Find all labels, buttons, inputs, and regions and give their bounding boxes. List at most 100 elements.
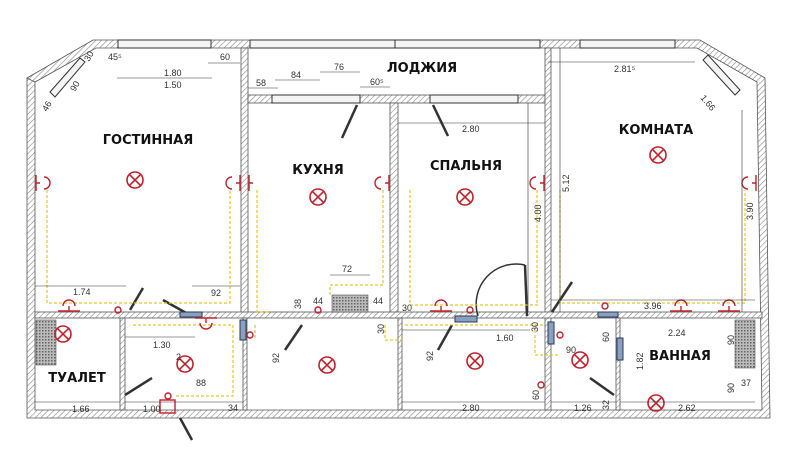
switch-icon: [537, 381, 545, 389]
dimension-label: 1.66: [72, 404, 90, 414]
ceiling-light-icon: [647, 394, 665, 412]
switch-icon: [466, 306, 474, 314]
dimension-label: 1.30: [153, 340, 171, 350]
dimension-label: 3.96: [644, 301, 662, 311]
dimension-label: 2.62: [678, 403, 696, 413]
dimension-label: 44: [313, 296, 323, 306]
room-label-living: ГОСТИННАЯ: [103, 133, 193, 148]
dimension-label: 2.80: [462, 403, 480, 413]
dimension-label: 1.60: [496, 333, 514, 343]
socket-icon: [35, 175, 51, 191]
door-icon: [550, 281, 574, 313]
ceiling-light-icon: [456, 188, 474, 206]
dimension-label: 38: [293, 299, 303, 309]
socket-icon: [529, 175, 545, 191]
ceiling-light-icon: [571, 351, 589, 369]
door-icon: [283, 324, 304, 351]
window-icon: [49, 57, 86, 98]
door-icon: [436, 324, 454, 351]
walls: [26, 39, 771, 419]
ceiling-lights: [54, 146, 667, 412]
dimension-label: 30: [376, 324, 386, 334]
dimension-label: 60: [220, 52, 230, 62]
shaft: [35, 319, 57, 366]
window-icon: [702, 54, 741, 96]
dimension-labels: 45⁵ 60 1.80 1.50 90 46 30 58 84 76 60⁵ 2…: [40, 49, 755, 414]
dimension-label: 72: [342, 264, 352, 274]
dimension-label: 44: [373, 296, 383, 306]
switch-icon: [246, 331, 254, 339]
dimension-label: 90: [726, 335, 736, 345]
ceiling-light-icon: [309, 188, 327, 206]
socket-icon: [374, 175, 390, 191]
dimension-label: 60: [531, 390, 541, 400]
dimension-lines: [35, 48, 755, 403]
dimension-label: 2.24: [668, 328, 686, 338]
window-icon: [271, 94, 361, 104]
room-label-room: КОМНАТА: [619, 123, 693, 138]
dimension-label: 1.74: [73, 287, 91, 297]
door-icon: [124, 376, 153, 397]
door-icon: [128, 287, 145, 311]
room-label-bedroom: СПАЛЬНЯ: [430, 159, 502, 174]
switch-icon: [164, 392, 172, 400]
socket-icon: [58, 299, 80, 312]
dimension-label: 90: [566, 345, 576, 355]
dimension-label: 30: [82, 49, 96, 63]
window-icon: [394, 39, 541, 49]
ceiling-light-icon: [318, 356, 336, 374]
shaft: [734, 319, 756, 369]
ceiling-light-icon: [649, 146, 667, 164]
socket-icon: [670, 299, 692, 312]
window-icon: [579, 39, 676, 49]
room-label-bathroom: ВАННАЯ: [649, 349, 711, 364]
dimension-label: 30: [402, 303, 412, 313]
dimension-label: 2.80: [462, 124, 480, 134]
ceiling-light-icon: [126, 171, 144, 189]
window-icon: [117, 39, 212, 49]
sockets: [35, 175, 757, 414]
socket-icon: [225, 175, 241, 191]
dimension-label: 60: [601, 332, 611, 342]
socket-icon: [430, 299, 452, 312]
dimension-label: 32: [601, 400, 611, 410]
window-icon: [429, 94, 519, 104]
switch-icon: [314, 306, 322, 314]
dimension-label: 92: [425, 351, 435, 361]
dimension-label: 45⁵: [108, 52, 122, 62]
door-icon: [178, 417, 194, 441]
dimension-label: 92: [211, 288, 221, 298]
dimension-label: 90: [726, 383, 736, 393]
dimension-label: 1.00: [143, 404, 161, 414]
dimension-label: 34: [228, 403, 238, 413]
window-icon: [249, 39, 396, 49]
ceiling-light-icon: [54, 325, 72, 343]
dimension-label: 37: [741, 378, 751, 388]
dimension-label: 4.00: [533, 204, 543, 222]
door-icon: [475, 263, 526, 317]
dimension-label: 1.50: [164, 80, 182, 90]
switch-icon: [114, 306, 122, 314]
socket-icon: [741, 175, 757, 191]
electrical-panel: [159, 399, 176, 414]
dimension-label: 1.82: [635, 352, 645, 370]
dimension-label: 92: [271, 353, 281, 363]
room-label-loggia: ЛОДЖИЯ: [387, 61, 457, 76]
socket-icon: [718, 299, 740, 312]
dimension-label: 1.66: [698, 93, 717, 113]
dimension-label: 76: [334, 62, 344, 72]
switch-icon: [601, 302, 609, 310]
dimension-label: 1.26: [574, 403, 592, 413]
ceiling-light-icon: [466, 352, 484, 370]
door-icon: [589, 376, 615, 397]
ceiling-light-icon: [176, 355, 194, 373]
shaft: [331, 294, 369, 313]
fixtures: [179, 311, 624, 361]
dimension-label: 1.80: [164, 68, 182, 78]
dimension-label: 2.81⁵: [614, 64, 636, 74]
dimension-label: 3.90: [745, 202, 755, 220]
dimension-label: 2: [176, 352, 181, 362]
door-icon: [523, 264, 529, 317]
room-labels: ГОСТИННАЯ ЛОДЖИЯ КУХНЯ СПАЛЬНЯ КОМНАТА Т…: [48, 61, 711, 386]
